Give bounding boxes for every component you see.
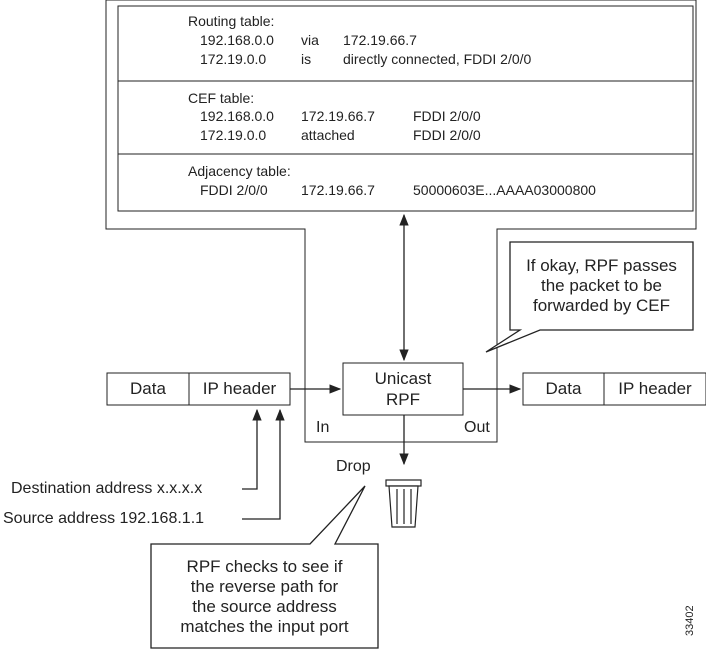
callout-pass-line-2: the packet to be — [541, 276, 662, 295]
cef-row-1-iface: FDDI 2/0/0 — [413, 108, 481, 124]
adjacency-row-1-addr: 172.19.66.7 — [301, 182, 375, 198]
routing-table-title: Routing table: — [188, 13, 275, 29]
port-in-label: In — [316, 419, 330, 436]
packet-in-header: IP header — [202, 379, 277, 398]
trash-icon — [385, 479, 422, 528]
routing-row-1-dest: 192.168.0.0 — [200, 32, 274, 48]
callout-check: RPF checks to see if the reverse path fo… — [151, 557, 378, 637]
rpf-label-line1: Unicast — [374, 369, 432, 388]
cef-row-2-nexthop: attached — [301, 127, 355, 143]
callout-check-line-3: the source address — [192, 597, 337, 616]
packet-in-data: Data — [130, 379, 166, 398]
callout-check-line-2: the reverse path for — [190, 577, 339, 596]
adjacency-row-1-iface: FDDI 2/0/0 — [200, 182, 268, 198]
router-outline — [105, 0, 697, 443]
routing-row-1-nexthop: 172.19.66.7 — [343, 32, 417, 48]
rpf-box — [342, 362, 464, 416]
callout-pass-line-1: If okay, RPF passes — [526, 256, 677, 275]
packet-out — [522, 372, 706, 406]
callout-pass-shape — [485, 241, 694, 353]
port-out-label: Out — [464, 419, 490, 436]
cef-table-title: CEF table: — [188, 90, 255, 106]
callout-pass-line-3: forwarded by CEF — [533, 296, 670, 315]
callout-check-line-4: matches the input port — [180, 617, 349, 636]
cef-row-1-nexthop: 172.19.66.7 — [301, 108, 375, 124]
callout-pass: If okay, RPF passes the packet to be for… — [510, 256, 693, 316]
destination-address-label: Destination address x.x.x.x — [11, 480, 203, 497]
figure-id: 33402 — [684, 605, 696, 636]
cef-row-2-iface: FDDI 2/0/0 — [413, 127, 481, 143]
routing-row-2-rel: is — [301, 51, 312, 67]
rpf-label-line2: RPF — [386, 390, 420, 409]
source-address-label: Source address 192.168.1.1 — [3, 510, 205, 527]
tables-box — [117, 5, 694, 212]
callout-check-line-1: RPF checks to see if — [186, 557, 343, 576]
routing-row-2-dest: 172.19.0.0 — [200, 51, 267, 67]
cef-row-2-dest: 172.19.0.0 — [200, 127, 267, 143]
routing-row-2-nexthop: directly connected, FDDI 2/0/0 — [343, 51, 532, 67]
callout-check-shape — [150, 485, 379, 649]
packet-out-data: Data — [545, 379, 582, 398]
routing-row-1-rel: via — [301, 32, 319, 48]
source-leader — [242, 408, 285, 520]
packet-in — [106, 372, 291, 406]
cef-row-1-dest: 192.168.0.0 — [200, 108, 274, 124]
packet-out-header: IP header — [618, 379, 692, 398]
destination-leader — [242, 408, 262, 490]
adjacency-table-title: Adjacency table: — [188, 163, 291, 179]
drop-label: Drop — [336, 458, 371, 475]
adjacency-row-1-mac: 50000603E...AAAA03000800 — [413, 182, 596, 198]
